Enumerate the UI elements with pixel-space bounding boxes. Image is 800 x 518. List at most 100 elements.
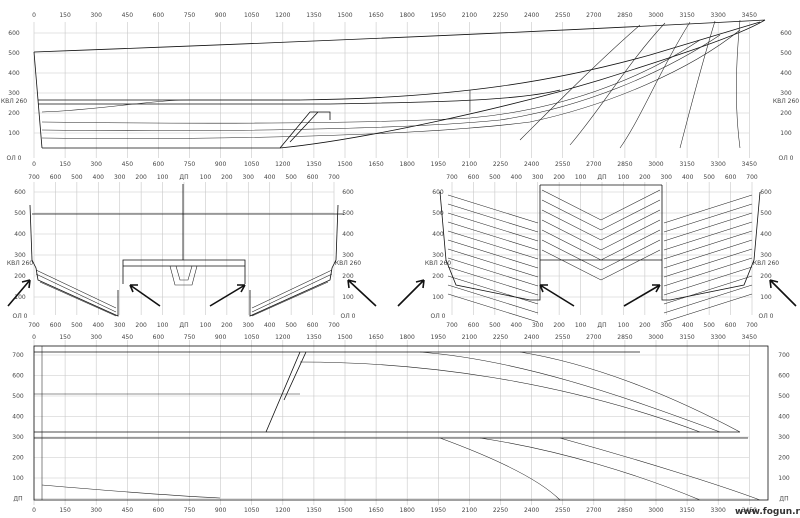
bpl-right-tick: 300 [342,252,354,259]
side-bottom-tick: 2250 [493,161,508,168]
side-bottom-tick: 150 [59,161,71,168]
bpr-bottom-tick: 100 [575,322,587,329]
plan-right-tick: 400 [778,414,790,421]
bpr-frame [447,248,539,278]
bpl-top-tick: 600 [307,174,319,181]
side-top-tick: 1950 [431,12,446,19]
bpr-frame [447,257,539,287]
side-top-tick: 1050 [244,12,259,19]
plan-view [33,345,769,501]
body-plan-right [397,184,797,323]
left-hull-port-frames [35,269,117,317]
bpr-left-tick: 300 [432,252,444,259]
arrow-5 [397,279,425,307]
plan-top-tick: 150 [59,334,71,341]
plan-waterline-3 [519,351,741,433]
bpl-bottom-tick: 300 [243,322,255,329]
bpr-left-tick: 400 [432,231,444,238]
plan-top-tick: 2550 [555,334,570,341]
left-hull-stbd-frames [251,269,333,317]
bpr-waterline-label-left: КВЛ 260 [425,260,451,267]
plan-bottom-tick: 2700 [586,507,601,514]
side-bottom-tick: 2850 [617,161,632,168]
bpr-frame [663,293,753,323]
buttock-3 [41,29,741,139]
bpr-bottom-tick: 400 [511,322,523,329]
watermark: www.fogun.ru [735,507,800,517]
plan-left-tick: 700 [12,352,24,359]
plan-bottom-tick: 1050 [244,507,259,514]
plan-bottom-1 [479,437,701,501]
bpr-bottom-tick: 600 [725,322,737,329]
plan-bottom-2 [439,437,561,501]
side-bottom-tick: 900 [215,161,227,168]
bpr-top-tick: 400 [682,174,694,181]
bpr-right-tick: 600 [760,189,772,196]
plan-bottom-tick: 0 [32,507,36,514]
bpr-frame [447,284,539,314]
side-bottom-tick: 1950 [431,161,446,168]
side-bottom-tick: 3000 [648,161,663,168]
bpr-bottom-tick: 600 [468,322,480,329]
side-bottom-tick: 1200 [275,161,290,168]
bpr-frame-lines [447,189,753,323]
bpr-frame [663,257,753,287]
plan-bottom-tick: 2550 [555,507,570,514]
bpr-baseline-label-right: ОЛ 0 [759,313,774,320]
bpl-top-tick: 100 [157,174,169,181]
side-top-tick: 750 [184,12,196,19]
side-bottom-tick: 3450 [742,161,757,168]
plan-bottom-tick: 2100 [462,507,477,514]
step-profile [279,111,331,149]
bpl-top-tick: 200 [221,174,233,181]
plan-bottom-tick: 300 [90,507,102,514]
bpr-frame [447,230,539,260]
plan-right-tick: 700 [778,352,790,359]
bpl-waterline-label-left: КВЛ 260 [7,260,33,267]
bpl-bottom-tick: 100 [200,322,212,329]
bpr-frame [663,194,753,224]
side-top-tick: 0 [32,12,36,19]
bpl-right-tick: 100 [342,294,354,301]
arrow-3 [209,284,246,307]
bow-section-2 [569,22,666,146]
side-top-tick: 450 [122,12,134,19]
bpl-bottom-tick: 700 [28,322,40,329]
bow-section-3 [619,21,691,149]
side-top-tick: 600 [153,12,165,19]
buttock-1 [41,39,701,124]
arrow-4 [347,279,377,307]
plan-left-tick: 600 [12,373,24,380]
side-right-tick: 200 [780,110,792,117]
plan-left-tick: 400 [12,414,24,421]
bpl-baseline-label-left: ОЛ 0 [13,313,28,320]
bpr-frame [663,203,753,233]
side-left-tick: 500 [8,50,20,57]
bpr-right-tick: 300 [760,252,772,259]
plan-bottom-tick: 3300 [711,507,726,514]
plan-top-tick: 2250 [493,334,508,341]
bpr-frame [447,194,539,224]
side-left-tick: 200 [8,110,20,117]
body-plan-right-grid [451,182,753,315]
bpr-top-tick: 200 [553,174,565,181]
side-top-tick: 2100 [462,12,477,19]
bpr-frame [663,239,753,269]
bpl-top-tick: 400 [264,174,276,181]
bpl-bottom-tick: 300 [114,322,126,329]
bpl-left-tick: 300 [14,252,26,259]
bpr-center-frame [541,189,661,221]
center-keel-box [122,259,246,284]
plan-right-tick: 600 [778,373,790,380]
bpr-outer-left [439,185,541,301]
bpr-left-tick: 600 [432,189,444,196]
bpr-frame [447,221,539,251]
bpr-bottom-tick: 300 [661,322,673,329]
bpl-left-tick: 100 [14,294,26,301]
side-left-tick: 100 [8,130,20,137]
plan-top-tick: 600 [153,334,165,341]
body-plan-left [7,184,377,317]
bpr-bottom-tick: 100 [618,322,630,329]
plan-top-tick: 1200 [275,334,290,341]
bpr-right-tick: 100 [760,294,772,301]
